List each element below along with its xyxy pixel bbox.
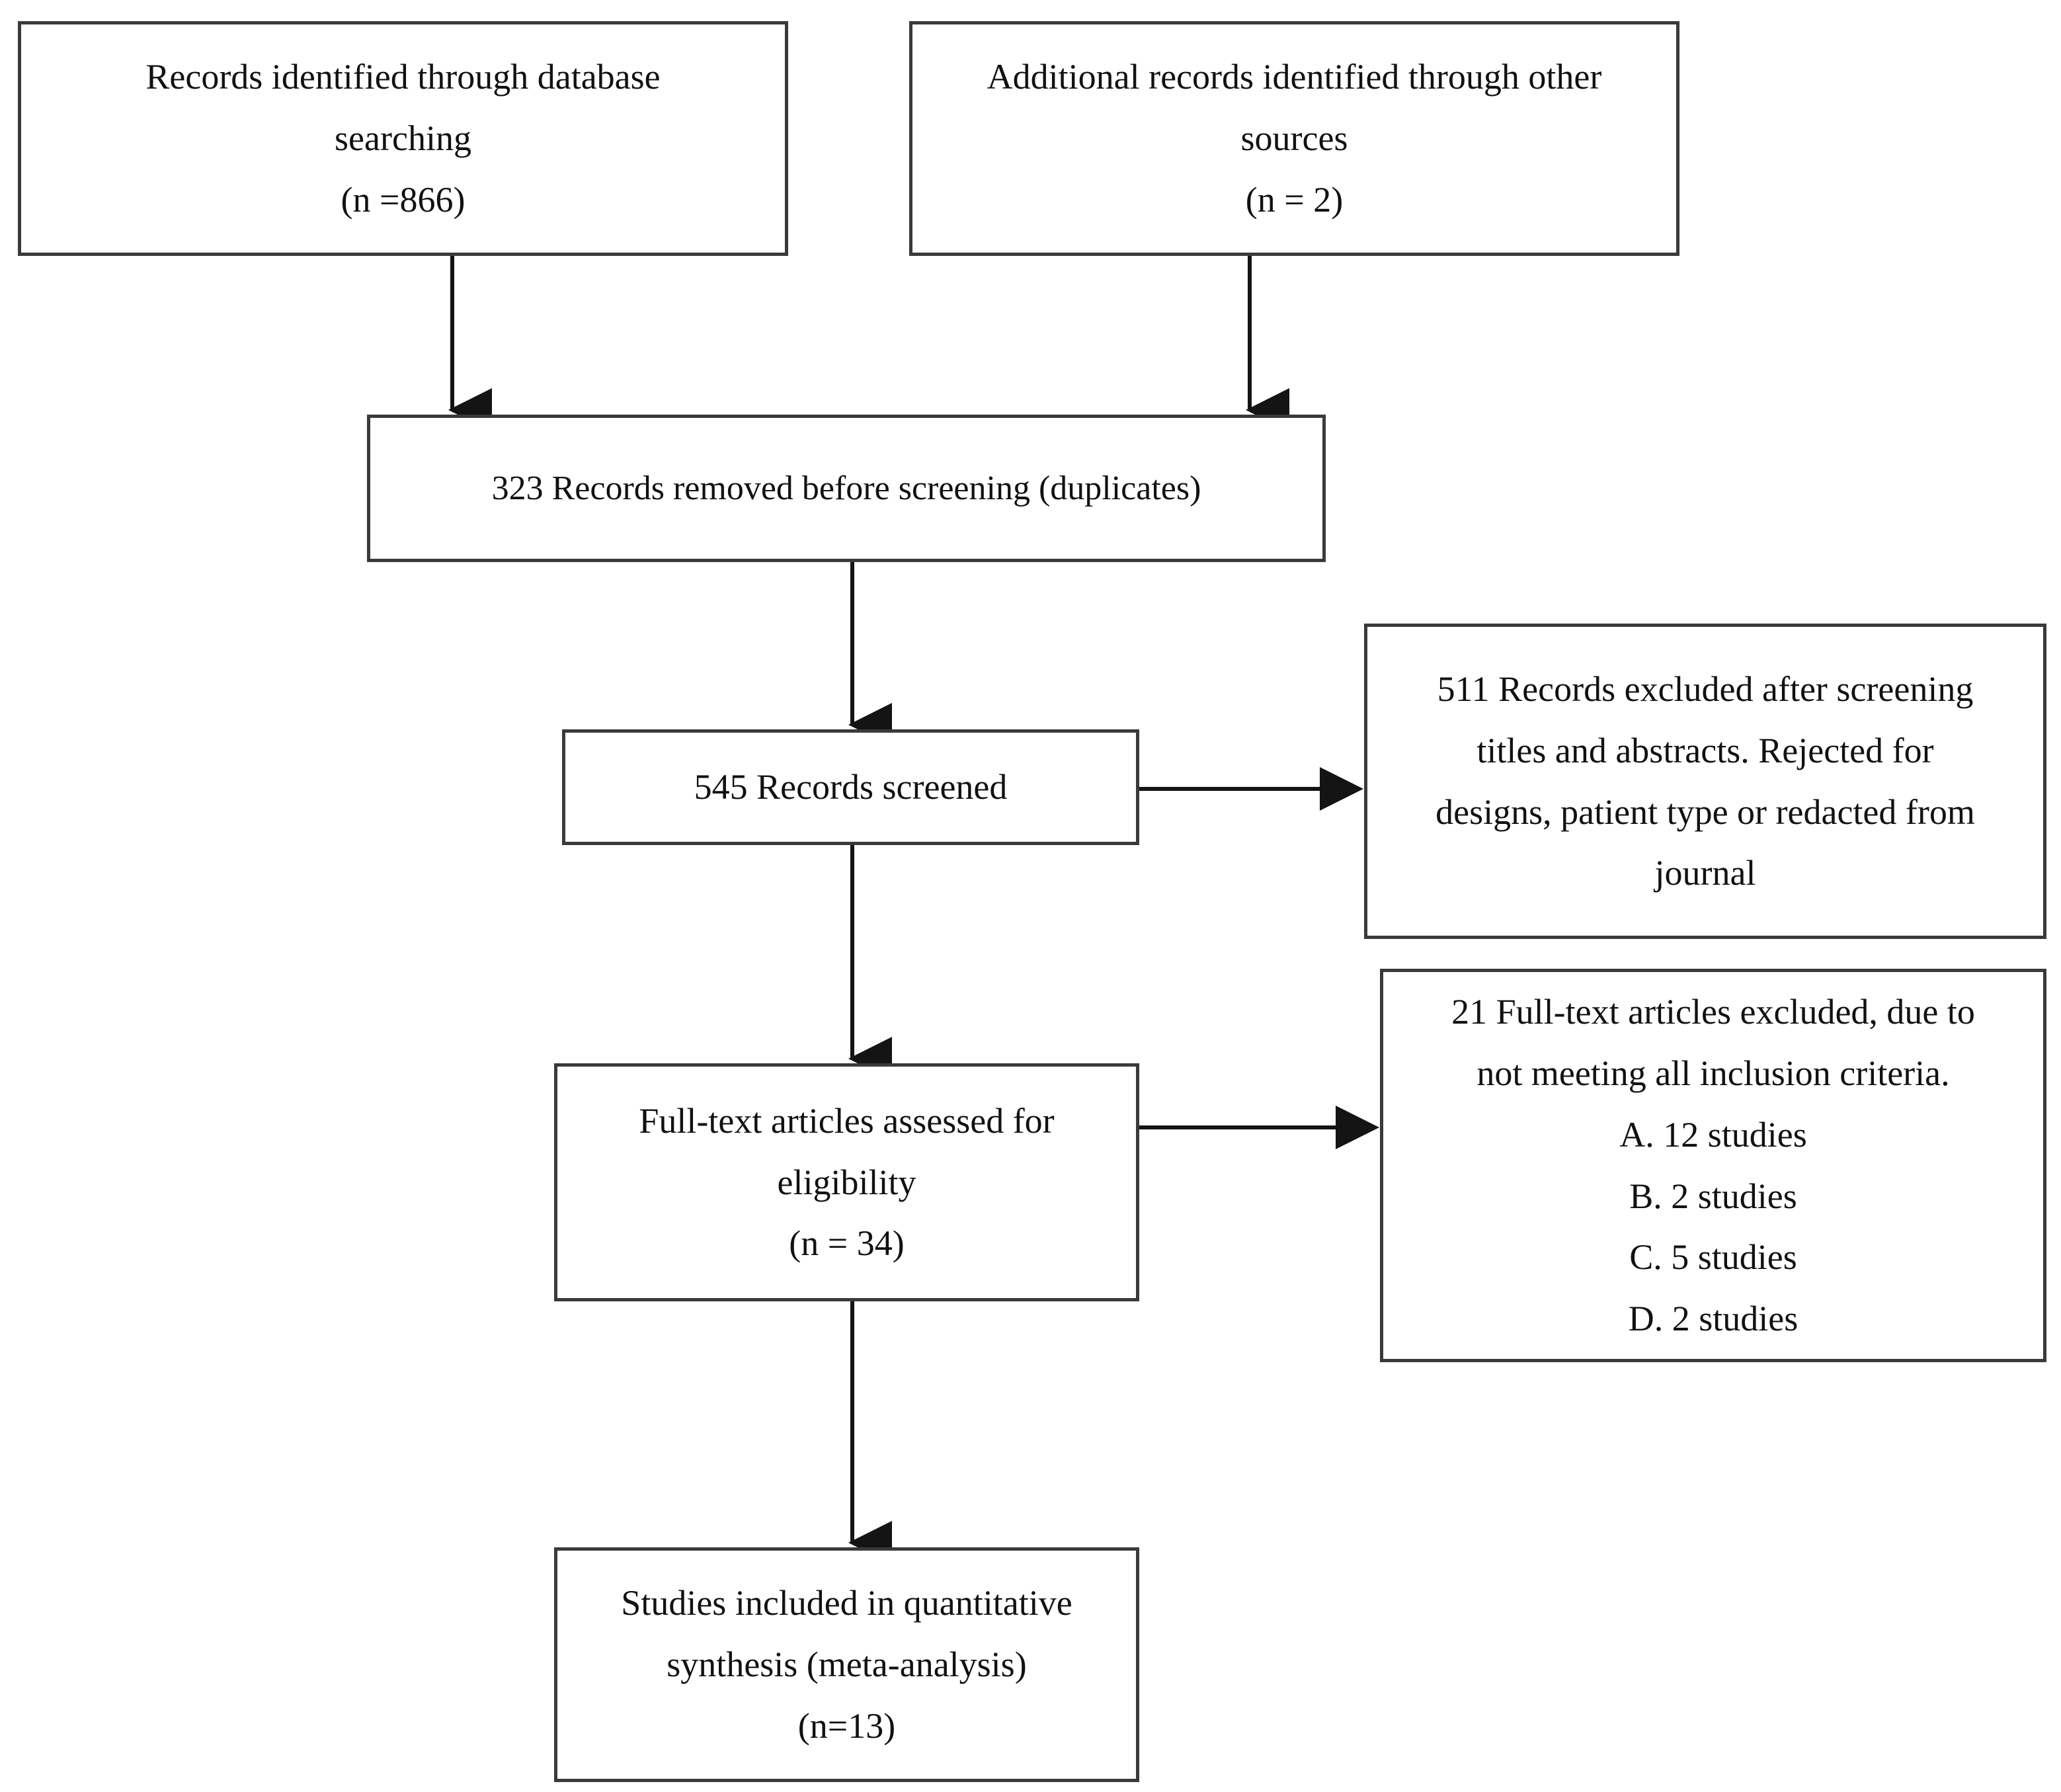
fulltext-excluded-line-1: 21 Full-text articles excluded, due to — [1451, 991, 1975, 1032]
fulltext-excluded-line-2: not meeting all inclusion criteria. — [1476, 1053, 1950, 1093]
duplicates-removed-line-1: 323 Records removed before screening (du… — [491, 469, 1201, 507]
studies-included-count: (n=13) — [797, 1705, 896, 1746]
fulltext-excluded-reason-a: A. 12 studies — [1619, 1114, 1807, 1155]
records-excluded-line-4: journal — [1654, 853, 1756, 893]
records-identified-database-box: Records identified through database sear… — [18, 21, 788, 256]
fulltext-assessed-count: (n = 34) — [789, 1223, 905, 1264]
records-identified-other-line-2: sources — [1240, 118, 1348, 159]
studies-included-line-2: synthesis (meta-analysis) — [667, 1645, 1027, 1685]
records-identified-other-count: (n = 2) — [1245, 179, 1344, 220]
fulltext-excluded-reason-c: C. 5 studies — [1629, 1237, 1797, 1278]
fulltext-assessed-line-2: eligibility — [777, 1162, 916, 1202]
records-screened-box: 545 Records screened — [562, 729, 1139, 845]
duplicates-removed-box: 323 Records removed before screening (du… — [367, 415, 1326, 562]
studies-included-line-1: Studies included in quantitative — [621, 1583, 1072, 1623]
records-identified-database-line-1: Records identified through database — [145, 57, 661, 97]
fulltext-excluded-reason-b: B. 2 studies — [1629, 1176, 1797, 1216]
records-screened-line-1: 545 Records screened — [694, 767, 1008, 807]
studies-included-box: Studies included in quantitative synthes… — [554, 1547, 1139, 1782]
records-excluded-box: 511 Records excluded after screening tit… — [1364, 624, 2046, 939]
fulltext-assessed-box: Full-text articles assessed for eligibil… — [554, 1063, 1139, 1301]
fulltext-assessed-line-1: Full-text articles assessed for — [639, 1100, 1055, 1141]
records-excluded-line-3: designs, patient type or redacted from — [1435, 792, 1975, 832]
records-identified-other-box: Additional records identified through ot… — [909, 21, 1679, 256]
records-identified-database-count: (n =866) — [341, 179, 465, 220]
records-excluded-line-1: 511 Records excluded after screening — [1437, 669, 1974, 709]
fulltext-excluded-reason-d: D. 2 studies — [1628, 1299, 1798, 1339]
records-identified-database-line-2: searching — [335, 118, 471, 159]
records-identified-other-line-1: Additional records identified through ot… — [987, 57, 1602, 97]
records-excluded-line-2: titles and abstracts. Rejected for — [1476, 730, 1934, 770]
fulltext-excluded-box: 21 Full-text articles excluded, due to n… — [1380, 969, 2046, 1362]
